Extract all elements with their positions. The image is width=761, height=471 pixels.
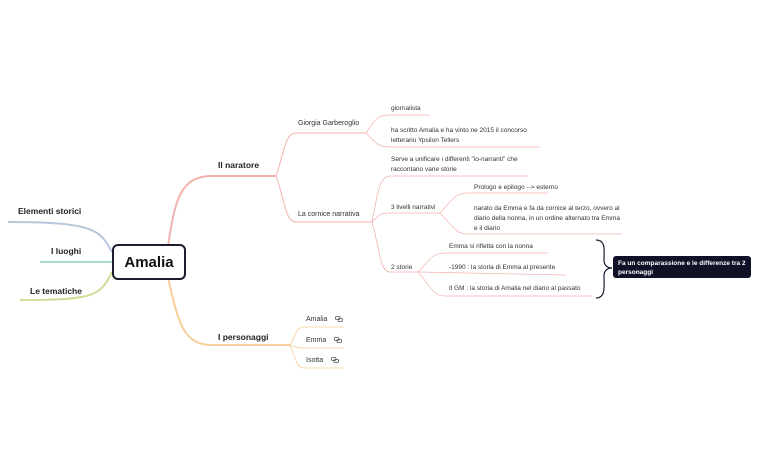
leaf-1990[interactable]: -1990 : la storia di Emma al presente <box>449 264 556 271</box>
connector-narratore <box>167 175 276 247</box>
leaf-narato-emma[interactable]: narato da Emma e fa da cornice al terzo,… <box>474 205 620 232</box>
leaf-emma[interactable]: Emma <box>306 337 343 344</box>
subtopic-cornice[interactable]: La cornice narrativa <box>298 211 360 218</box>
topic-luoghi[interactable]: I luoghi <box>51 246 82 256</box>
subtopic-livelli[interactable]: 3 livelli narrativi <box>391 204 436 211</box>
leaf-label: Amalia <box>306 316 328 323</box>
connector-elementi-storici <box>7 221 113 253</box>
leaf-unificare[interactable]: Serve a unificare i differenti "io-narra… <box>391 156 518 173</box>
leaf-amalia[interactable]: Amalia <box>306 316 344 323</box>
leaf-emma-nonna[interactable]: Emma si rifletta con la nonna <box>449 243 533 250</box>
leaf-prologo[interactable]: Prologo e epilogo --> esterno <box>474 184 559 191</box>
leaf-isotta[interactable]: Isotta <box>306 357 339 364</box>
link-icon[interactable] <box>331 357 339 364</box>
leaf-giornalista[interactable]: giornalista <box>391 105 421 112</box>
topic-personaggi[interactable]: I personaggi <box>218 332 269 342</box>
leaf-label: Emma <box>306 337 327 344</box>
connector-tematiche <box>19 271 113 301</box>
subtopic-giorgia[interactable]: Giorgia Garberoglio <box>298 120 360 127</box>
leaf-label: Isotta <box>306 357 324 364</box>
summary-note[interactable]: Fa un comparassione e le differenze tra … <box>613 256 751 278</box>
topic-tematiche[interactable]: Le tematiche <box>30 286 82 296</box>
topic-narratore[interactable]: Il naratore <box>218 160 260 170</box>
link-icon[interactable] <box>334 337 343 344</box>
leaf-gm[interactable]: Il GM : la storia di Amalia nel diario a… <box>449 285 581 292</box>
link-icon[interactable] <box>335 316 344 323</box>
central-topic[interactable]: Amalia <box>112 244 186 280</box>
topic-elementi-storici[interactable]: Elementi storici <box>18 206 82 216</box>
summary-bracket <box>595 239 613 299</box>
leaf-concorso[interactable]: ha scritto Amalia e ha vinto ne 2015 il … <box>391 127 527 144</box>
connector-personaggi <box>167 277 290 346</box>
subtopic-storie[interactable]: 2 storie <box>391 264 413 271</box>
